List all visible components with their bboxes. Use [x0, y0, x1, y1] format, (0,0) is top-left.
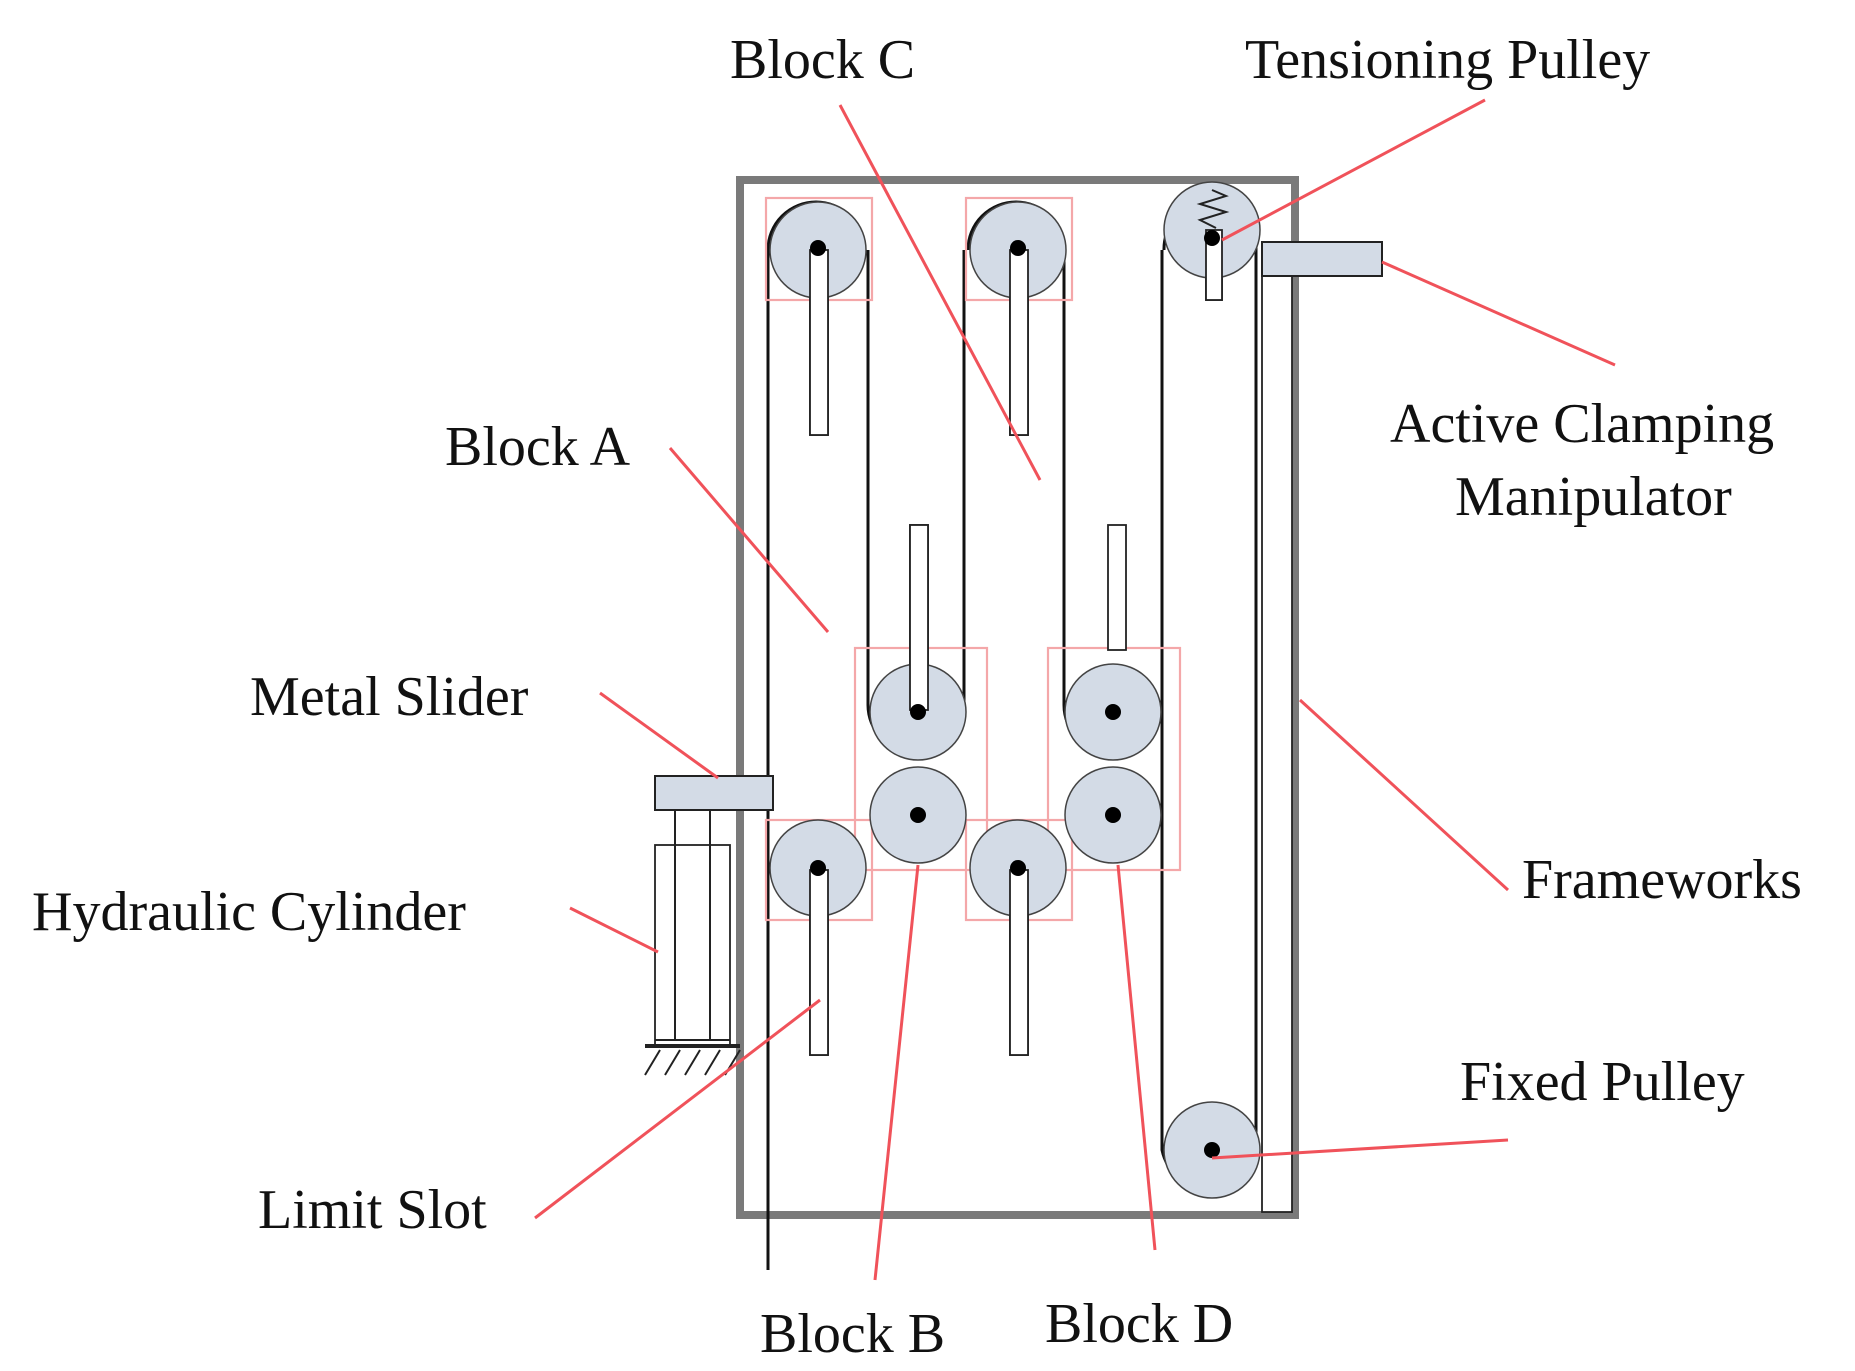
- leader-tensioning-pulley: [1221, 98, 1486, 242]
- pulley-d-upper: [1064, 663, 1162, 761]
- tensioning-pulley: [1163, 181, 1261, 301]
- metal-slider: [654, 775, 774, 811]
- leader-frameworks: [1298, 698, 1510, 892]
- label-block-d: Block D: [1045, 1293, 1233, 1355]
- leader-block-c: [838, 104, 1042, 481]
- hydraulic-cylinder: [644, 810, 741, 1076]
- leader-block-a: [668, 447, 830, 633]
- label-block-c: Block C: [730, 29, 915, 91]
- label-active-clamping-line1: Active Clamping: [1390, 393, 1774, 455]
- pulley-d-lower: [1064, 766, 1162, 864]
- leader-block-b: [873, 864, 920, 1281]
- label-frameworks: Frameworks: [1522, 849, 1802, 911]
- label-hydraulic-cylinder: Hydraulic Cylinder: [32, 881, 466, 943]
- label-block-b: Block B: [760, 1303, 945, 1365]
- pulley-b-lower: [869, 766, 967, 864]
- label-fixed-pulley: Fixed Pulley: [1460, 1051, 1745, 1113]
- pulley-a-top: [769, 201, 867, 436]
- limit-slot-d: [1107, 524, 1127, 651]
- leader-hydraulic-cylinder: [569, 906, 659, 954]
- leader-metal-slider: [599, 691, 719, 780]
- leader-fixed-pulley: [1211, 1138, 1509, 1160]
- label-block-a: Block A: [445, 416, 631, 478]
- pulley-a-bottom: [769, 819, 867, 1056]
- active-clamping-manipulator: [1261, 241, 1383, 277]
- label-active-clamping-line2: Manipulator: [1455, 466, 1732, 528]
- leader-limit-slot: [534, 998, 821, 1220]
- pulley-c-top: [969, 201, 1067, 436]
- label-tensioning-pulley: Tensioning Pulley: [1245, 29, 1650, 91]
- right-guide-rail: [1261, 261, 1293, 1213]
- pulley-b-upper: [869, 524, 967, 761]
- framework-outline: [736, 176, 1299, 1219]
- label-limit-slot: Limit Slot: [258, 1179, 487, 1241]
- leader-block-d: [1116, 864, 1157, 1251]
- label-metal-slider: Metal Slider: [250, 666, 529, 728]
- leader-active-clamping: [1381, 260, 1616, 367]
- pulley-c-bottom: [969, 819, 1067, 1056]
- fixed-pulley: [1163, 1101, 1261, 1199]
